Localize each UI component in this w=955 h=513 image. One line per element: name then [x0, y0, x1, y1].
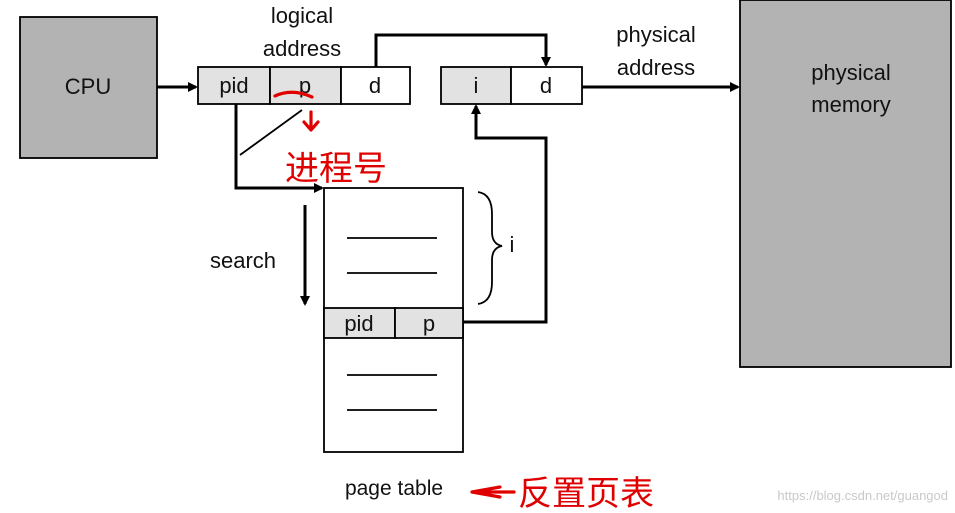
entry-pid-field [323, 307, 396, 339]
physical-d-label: d [540, 73, 552, 98]
physical-d-field [510, 66, 583, 105]
entry-p-label: p [423, 311, 435, 336]
physical-memory-label-line2: memory [811, 92, 890, 117]
logical-pid-label: pid [219, 73, 248, 98]
watermark-text: https://blog.csdn.net/guangod [777, 488, 948, 503]
logical-d-label: d [369, 73, 381, 98]
red-down-arrow [302, 110, 320, 132]
logical-address-title-line2: address [263, 36, 341, 61]
physical-i-label: i [474, 73, 479, 98]
physical-address-title-line2: address [617, 55, 695, 80]
cpu-label: CPU [65, 74, 111, 99]
red-underline-p [273, 90, 314, 99]
physical-memory-box: physical memory [739, 0, 952, 368]
red-left-arrow [470, 485, 516, 499]
search-label: search [210, 248, 276, 273]
physical-memory-label-line1: physical [811, 60, 890, 85]
logical-d-field [340, 66, 411, 105]
pid-to-page-table-arrow [234, 104, 324, 193]
p-to-page-table-line [239, 109, 303, 156]
logical-p-field [269, 66, 342, 105]
logical-address-register: pid p d [197, 66, 411, 105]
physical-address-title-line1: physical [616, 22, 695, 47]
index-i-feedback-arrow [463, 104, 548, 324]
index-i-label: i [510, 232, 515, 257]
physical-address-register: i d [440, 66, 583, 105]
handwritten-process-id-note: 进程号 [285, 149, 387, 189]
cpu-box: CPU [19, 16, 158, 159]
entry-p-field [394, 307, 464, 339]
entry-pid-label: pid [344, 311, 373, 336]
handwritten-inverted-page-table-note: 反置页表 [518, 474, 654, 513]
logical-address-title-line1: logical [271, 3, 333, 28]
offset-d-arrow [374, 33, 551, 67]
logical-p-label: p [299, 73, 311, 98]
logical-pid-field [197, 66, 271, 105]
index-brace [477, 191, 503, 305]
page-table-caption: page table [345, 477, 443, 500]
page-table: pid p [323, 187, 464, 453]
